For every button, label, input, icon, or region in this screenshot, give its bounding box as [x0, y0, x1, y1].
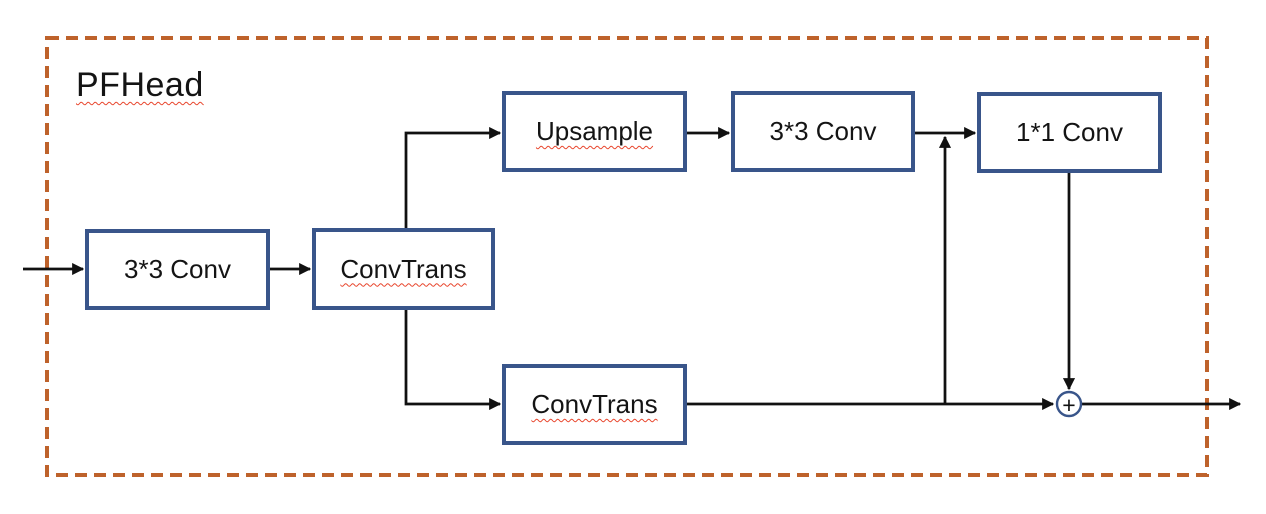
- node-conv33-input: 3*3 Conv: [85, 229, 270, 310]
- node-convtrans-bottom-label: ConvTrans: [531, 389, 658, 419]
- node-conv33-input-label: 3*3 Conv: [124, 254, 231, 284]
- edge-convtrans-to-convtransbottom-arrow: [404, 310, 502, 411]
- node-conv11-label: 1*1 Conv: [1016, 117, 1123, 147]
- diagram-title-text: PFHead: [76, 66, 204, 104]
- sum-junction-circle: [1055, 390, 1083, 418]
- sum-operator: +: [1062, 392, 1075, 418]
- node-upsample: Upsample: [502, 91, 687, 172]
- node-convtrans-bottom: ConvTrans: [502, 364, 687, 445]
- node-convtrans-mid: ConvTrans: [312, 228, 495, 310]
- node-convtrans-mid-label: ConvTrans: [340, 253, 467, 284]
- node-conv33-top-label: 3*3 Conv: [769, 116, 877, 146]
- node-conv11: 1*1 Conv: [977, 92, 1162, 173]
- edge-convtrans-to-upsample-arrow: [404, 126, 502, 228]
- node-upsample-label: Upsample: [535, 116, 654, 146]
- node-conv33-top: 3*3 Conv: [731, 91, 915, 172]
- diagram-title: PFHead: [76, 66, 204, 105]
- pfhead-dashed-frame: [45, 36, 1209, 477]
